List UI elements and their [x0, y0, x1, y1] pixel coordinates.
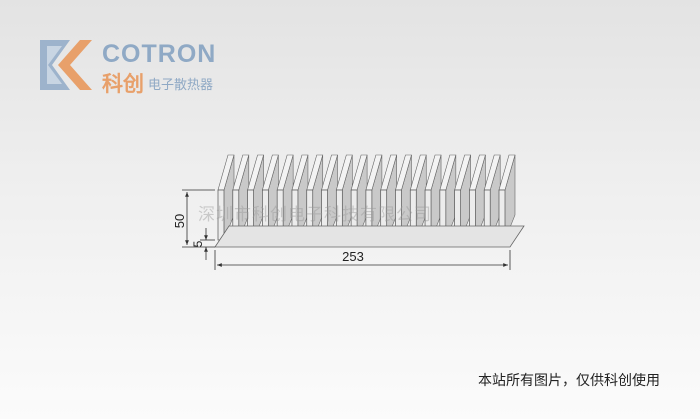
cotron-logo: COTRON 科创 电子散热器 — [40, 38, 240, 96]
heatsink-drawing: 253 50 5 — [172, 154, 525, 270]
logo-brand-en: COTRON — [102, 40, 217, 68]
logo-brand-cn: 科创 — [102, 72, 144, 96]
heatsink-fins — [217, 154, 516, 241]
footer-note: 本站所有图片，仅供科创使用 — [478, 373, 660, 389]
watermark: 深圳市科创电子科技有限公司 — [198, 205, 432, 225]
logo-mark-icon — [40, 40, 92, 90]
logo-tagline: 电子散热器 — [148, 78, 214, 93]
dim-height-label: 50 — [172, 214, 187, 228]
heatsink-base — [214, 225, 525, 248]
dim-base-label: 5 — [191, 240, 205, 247]
dim-width-label: 253 — [342, 249, 364, 264]
